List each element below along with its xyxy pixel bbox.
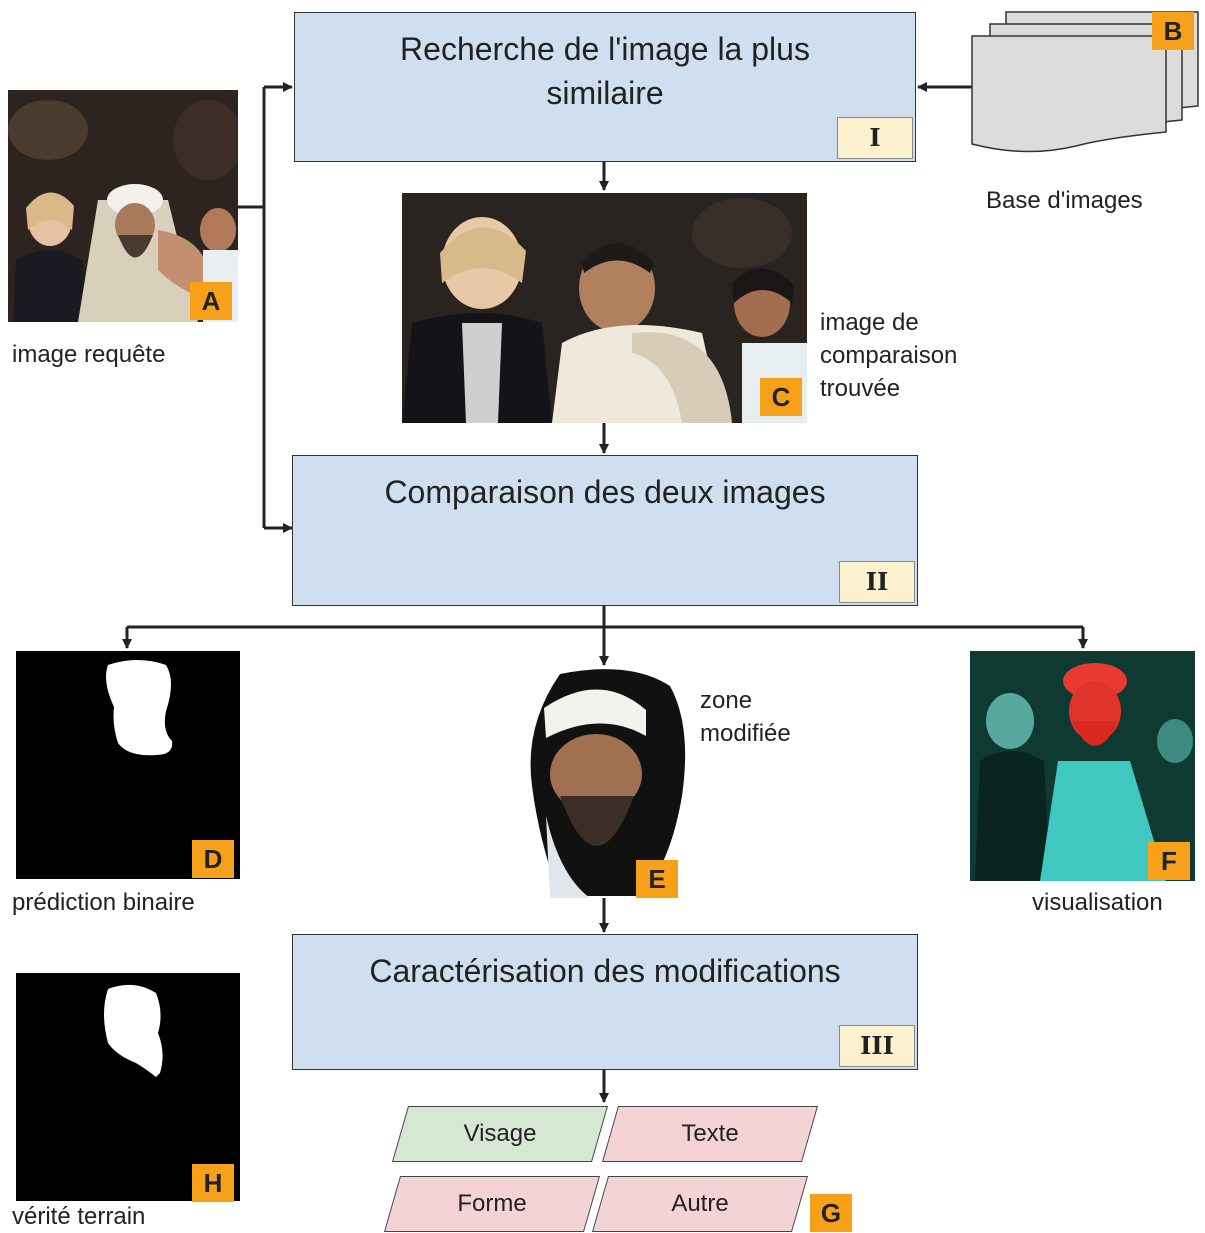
binary-prediction-label: prédiction binaire xyxy=(12,889,195,916)
binary-mask-shape xyxy=(106,660,173,756)
ground-truth-mask xyxy=(16,973,240,1201)
tag-e: E xyxy=(636,860,678,898)
category-texte-label: Texte xyxy=(681,1120,739,1147)
modified-zone-image xyxy=(530,669,686,898)
modified-zone-label-line2: modifiée xyxy=(700,720,791,747)
step-search-box: Recherche de l'image la plus similaire I xyxy=(294,12,916,162)
found-image-label-line3: trouvée xyxy=(820,375,901,402)
ground-truth-label: vérité terrain xyxy=(12,1203,146,1230)
category-autre: Autre xyxy=(591,1176,809,1232)
query-image-label: image requête xyxy=(12,341,166,368)
step-search-title-line1: Recherche de l'image la plus xyxy=(400,31,810,67)
category-texte: Texte xyxy=(601,1106,819,1162)
tag-g: G xyxy=(810,1194,852,1232)
step-number-badge: I xyxy=(837,117,913,159)
tag-d: D xyxy=(192,840,234,878)
category-visage-label: Visage xyxy=(463,1120,537,1147)
category-autre-label: Autre xyxy=(671,1190,729,1217)
tag-b: B xyxy=(1152,12,1194,50)
image-database-stack xyxy=(971,11,1199,153)
tag-c: C xyxy=(760,378,802,416)
step-compare-box: Comparaison des deux images II xyxy=(292,455,918,606)
step-number-badge: III xyxy=(839,1025,915,1067)
tag-h: H xyxy=(192,1164,234,1202)
found-image-label-line1: image de xyxy=(820,309,919,336)
modified-zone-label-line1: zone xyxy=(700,687,753,714)
step-compare-title: Comparaison des deux images xyxy=(384,474,826,510)
found-image-label-line2: comparaison xyxy=(820,342,958,369)
tag-f: F xyxy=(1148,842,1190,880)
step-characterize-title: Caractérisation des modifications xyxy=(369,953,841,989)
tag-a: A xyxy=(190,282,232,320)
category-visage: Visage xyxy=(391,1106,609,1162)
category-forme-label: Forme xyxy=(457,1190,527,1217)
found-image-illustration xyxy=(402,193,807,423)
database-label: Base d'images xyxy=(986,187,1143,214)
step-search-title-line2: similaire xyxy=(546,75,664,111)
ground-truth-mask-shape xyxy=(104,984,163,1077)
found-comparison-image xyxy=(402,193,807,423)
visualisation-label: visualisation xyxy=(1032,889,1163,916)
step-number-badge: II xyxy=(839,561,915,603)
step-characterize-box: Caractérisation des modifications III xyxy=(292,934,918,1070)
category-forme: Forme xyxy=(383,1176,601,1232)
